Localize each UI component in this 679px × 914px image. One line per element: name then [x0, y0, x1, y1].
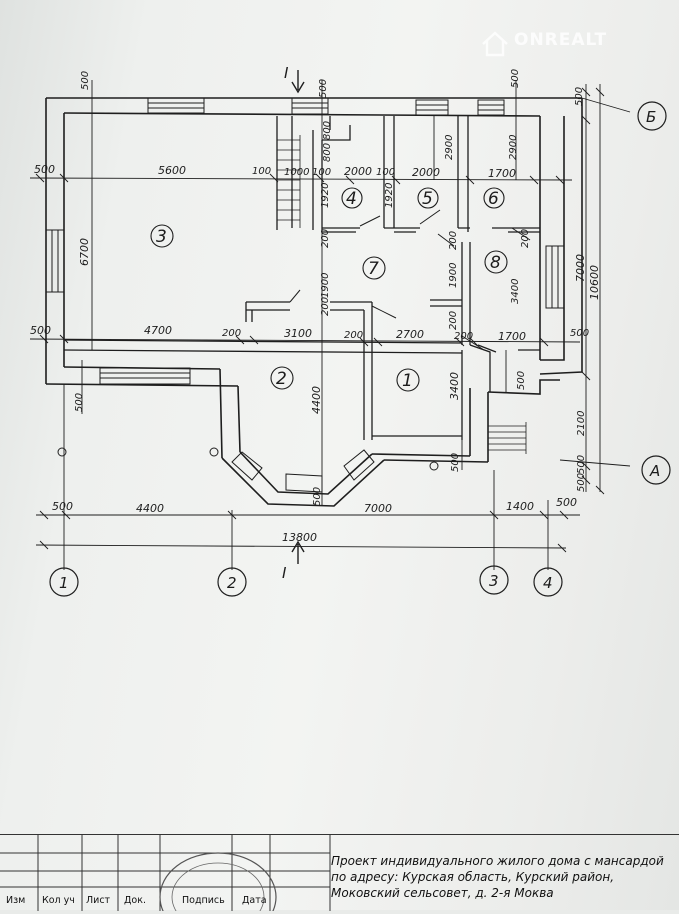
dim-top-1000: 1000	[284, 167, 309, 178]
axis-B: Б	[646, 108, 656, 126]
room-6: 6	[488, 189, 499, 209]
title-block: Проект индивидуального жилого дома с ман…	[0, 834, 679, 911]
dim-row2-3100: 3100	[284, 327, 312, 340]
room-7: 7	[368, 259, 379, 279]
seal-stamp	[159, 852, 277, 911]
dim-mid-200b: 200	[320, 297, 331, 316]
dim-top-500: 500	[34, 163, 55, 176]
dim-row2-1700: 1700	[498, 330, 526, 343]
room-2: 2	[276, 369, 287, 389]
doors	[289, 209, 531, 351]
dim-bot-500b: 500	[556, 496, 577, 509]
dim-2900b: 2900	[508, 135, 519, 160]
column-markers	[57, 447, 439, 471]
dim-top-100c: 100	[376, 167, 395, 178]
house-logo-icon	[482, 31, 508, 57]
dim-bot-13800: 13800	[282, 531, 317, 544]
header-dok: Док.	[124, 895, 146, 906]
dim-top-100b: 100	[312, 167, 331, 178]
dim-row2-200c: 200	[454, 331, 473, 342]
watermark-brand: ONREALT	[514, 30, 608, 50]
dim-500-lower-a: 500	[450, 453, 461, 472]
section-mark-bottom: I	[282, 564, 287, 582]
dim-mid-1900b: 1900	[448, 263, 459, 288]
dim-1920b: 1920	[384, 183, 395, 208]
dim-mid-200d: 200	[448, 311, 459, 330]
dim-bot-500a: 500	[52, 500, 73, 513]
outer-walls	[45, 97, 583, 507]
section-marks	[291, 70, 305, 564]
dim-bot-1400: 1400	[506, 500, 534, 513]
room-8: 8	[490, 253, 501, 273]
room-5: 5	[422, 189, 433, 209]
header-list: Лист	[86, 895, 111, 906]
dim-vert-500b: 500	[318, 79, 329, 98]
dim-1920a: 1920	[320, 183, 331, 208]
axis-bubbles	[49, 101, 671, 597]
dim-500-lower-b: 500	[312, 487, 323, 506]
header-kol-uch: Кол уч	[42, 895, 75, 906]
dim-800b: 800	[322, 143, 333, 162]
dim-vert-500c: 500	[510, 69, 521, 88]
dim-row2-2700: 2700	[396, 328, 424, 341]
dim-mid-200e: 200	[520, 229, 531, 248]
dim-mid-200a: 200	[320, 229, 331, 248]
dim-top-100a: 100	[252, 166, 271, 177]
dim-3400v: 3400	[448, 372, 461, 400]
dim-6700: 6700	[78, 238, 91, 266]
section-mark-top: I	[284, 64, 289, 82]
windows	[45, 97, 565, 493]
dim-bot-7000: 7000	[364, 502, 392, 515]
axis-3: 3	[489, 572, 499, 590]
dim-7000v: 7000	[574, 254, 587, 282]
room-3: 3	[156, 227, 167, 247]
title-block-grid	[0, 835, 331, 911]
dimension-lines	[29, 80, 631, 570]
dim-4400v: 4400	[310, 386, 323, 414]
dim-top-5600: 5600	[158, 164, 186, 177]
axis-4: 4	[543, 574, 553, 592]
inner-walls	[63, 116, 540, 440]
dim-row2-200a: 200	[222, 328, 241, 339]
dimension-texts: 500 5600 100 1000 100 2000 100 2000 1700…	[30, 69, 601, 544]
header-izm: Изм	[6, 895, 26, 906]
project-description: Проект индивидуального жилого дома с ман…	[331, 854, 664, 900]
dim-mid-1900a: 1900	[320, 273, 331, 298]
dim-row2-500: 500	[30, 324, 51, 337]
dim-500v-r2: 500	[576, 473, 587, 492]
header-data: Дата	[242, 895, 267, 906]
axis-1: 1	[59, 574, 69, 592]
room-1: 1	[402, 371, 413, 391]
watermark: ONREALT	[478, 26, 678, 66]
header-podpis: Подпись	[182, 895, 225, 906]
dim-500v-r1: 500	[576, 455, 587, 474]
dim-top-2000b: 2000	[412, 166, 440, 179]
dim-2100v: 2100	[576, 411, 587, 436]
dim-vert-500a: 500	[80, 71, 91, 90]
axis-2: 2	[227, 574, 237, 592]
dim-500-leftbottom: 500	[74, 393, 85, 412]
dim-row2-500r: 500	[570, 328, 589, 339]
dim-top-2000a: 2000	[344, 165, 372, 178]
dim-mid-200c: 200	[448, 231, 459, 250]
dim-vert-500d: 500	[574, 87, 585, 106]
dim-bot-4400: 4400	[136, 502, 164, 515]
dim-row2-4700: 4700	[144, 324, 172, 337]
dim-10600v: 10600	[588, 265, 601, 300]
dim-500-lower-c: 500	[516, 371, 527, 390]
room-labels: 3 4 5 6 7 8 2 1	[150, 187, 508, 392]
dim-800a: 800	[322, 121, 333, 140]
axis-labels: 1 2 3 4 Б А	[59, 108, 660, 592]
dim-mid-3400: 3400	[510, 279, 521, 304]
axis-A: А	[649, 462, 660, 480]
dim-2900a: 2900	[444, 135, 455, 160]
dim-top-1700: 1700	[488, 167, 516, 180]
dim-row2-200b: 200	[344, 330, 363, 341]
room-4: 4	[346, 189, 357, 209]
